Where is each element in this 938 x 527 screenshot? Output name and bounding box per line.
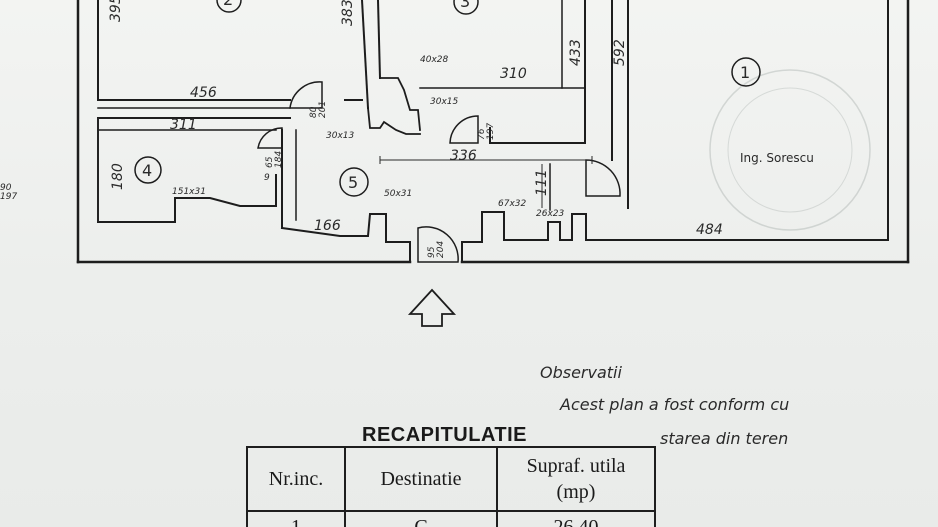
room-number-3: 3 <box>460 0 470 11</box>
recap-title: RECAPITULATIE <box>362 424 528 446</box>
room-labels: 2 3 1 4 5 <box>134 0 761 197</box>
entrance-arrow-icon <box>407 288 457 327</box>
walls <box>76 0 910 264</box>
room-number-1: 1 <box>740 63 750 82</box>
stamp-text: Ing. Sorescu <box>740 151 814 165</box>
opening-30x13: 30x13 <box>326 131 355 141</box>
note-observatii: Observatii <box>540 363 623 382</box>
room-number-2: 2 <box>223 0 233 9</box>
cell-suprafata: 26,40 <box>496 510 656 527</box>
header-supraf-utila: Supraf. utila (mp) <box>496 446 656 512</box>
dim-433: 433 <box>568 39 584 66</box>
dim-484: 484 <box>696 222 723 238</box>
opening-50x31: 50x31 <box>384 189 412 199</box>
table-row: 1 C 26,40 <box>246 510 656 527</box>
door-swings <box>257 81 621 263</box>
dim-311: 311 <box>170 117 197 133</box>
header-nr-inc: Nr.inc. <box>246 446 346 512</box>
room-number-4: 4 <box>142 161 152 180</box>
opening-76-197: 76197 <box>477 123 496 140</box>
note-line-2: starea din teren <box>660 429 788 448</box>
opening-26x23: 26x23 <box>536 209 565 219</box>
dim-395: 395 <box>108 0 124 22</box>
opening-30x15: 30x15 <box>430 97 459 107</box>
dim-310: 310 <box>500 66 527 82</box>
recap-header-row: Nr.inc. Destinatie Supraf. utila (mp) <box>246 446 656 512</box>
opening-151x31: 151x31 <box>172 187 206 197</box>
dimension-labels: 395 383 433 592 456 311 310 180 336 111 … <box>108 0 723 238</box>
cell-nr: 1 <box>246 510 346 527</box>
dim-111: 111 <box>534 169 550 196</box>
opening-65-184: 65184 <box>265 151 284 168</box>
faint-notes: Observatii Acest plan a fost conform cu … <box>540 363 789 448</box>
dim-592: 592 <box>612 39 628 66</box>
opening-95-204: 95204 <box>427 241 446 258</box>
note-line-1: Acest plan a fost conform cu <box>559 395 789 414</box>
stamp-mark <box>709 69 871 231</box>
header-destinatie: Destinatie <box>344 446 498 512</box>
opening-9: 9 <box>264 173 270 183</box>
opening-67x32: 67x32 <box>498 199 527 209</box>
dim-166: 166 <box>314 218 341 234</box>
dim-383: 383 <box>340 0 356 26</box>
opening-40x28: 40x28 <box>420 55 449 65</box>
dim-180: 180 <box>110 163 126 190</box>
dimension-lines <box>97 118 593 222</box>
dim-336: 336 <box>450 148 477 164</box>
opening-201: 80201 <box>309 101 328 118</box>
recap-table: Nr.inc. Destinatie Supraf. utila (mp) 1 … <box>246 446 656 527</box>
cell-destinatie: C <box>344 510 498 527</box>
room-number-5: 5 <box>348 173 358 192</box>
dim-456: 456 <box>190 85 217 101</box>
